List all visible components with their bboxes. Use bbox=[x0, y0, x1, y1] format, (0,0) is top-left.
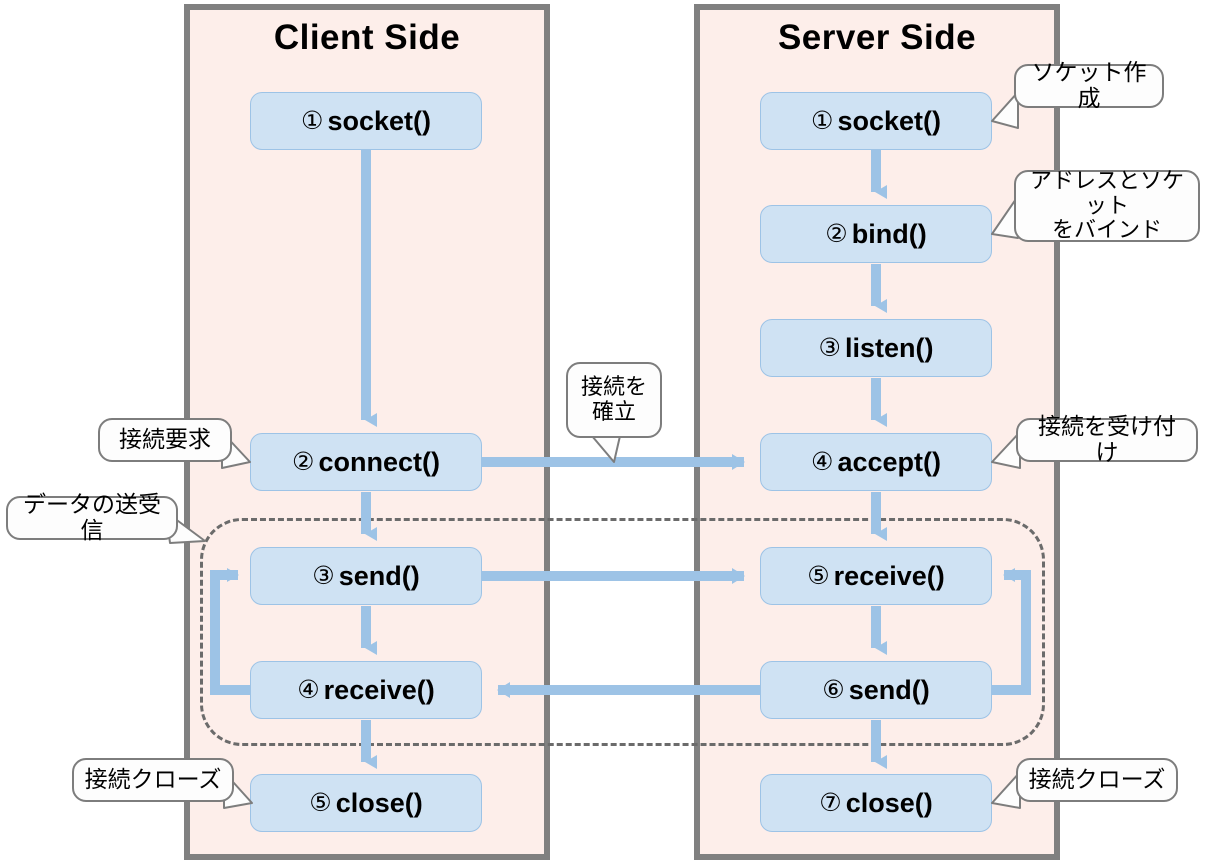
client-step-connect-label: connect() bbox=[318, 446, 440, 477]
callout-close-server-text: 接続クローズ bbox=[1028, 766, 1166, 793]
client-step-receive[interactable]: ④ receive() bbox=[250, 661, 482, 719]
server-step-close-label: close() bbox=[845, 787, 933, 818]
callout-connect-request: 接続要求 bbox=[98, 418, 232, 462]
client-step-send-label: send() bbox=[338, 560, 420, 591]
callout-socket-create: ソケット作成 bbox=[1014, 59, 1164, 111]
callout-accept-connection-text: 接続を受け付け bbox=[1038, 413, 1176, 465]
server-step-accept[interactable]: ④ accept() bbox=[760, 433, 992, 491]
client-step-socket-label: socket() bbox=[327, 105, 431, 136]
callout-establish-connection-line1: 接続を bbox=[580, 374, 647, 400]
client-step-connect[interactable]: ② connect() bbox=[250, 433, 482, 491]
server-step-socket-label: socket() bbox=[837, 105, 941, 136]
arrow-client-loop-receive-to-send bbox=[210, 568, 250, 695]
client-step-send[interactable]: ③ send() bbox=[250, 547, 482, 605]
callout-data-transfer-text: データの送受信 bbox=[23, 491, 161, 543]
client-step-close[interactable]: ⑤ close() bbox=[250, 774, 482, 832]
server-step-listen[interactable]: ③ listen() bbox=[760, 319, 992, 377]
server-step-close-number: ⑦ bbox=[819, 789, 842, 817]
callout-bind-address: アドレスとソケット をバインド bbox=[1014, 168, 1200, 243]
client-step-connect-number: ② bbox=[292, 448, 315, 476]
server-step-send[interactable]: ⑥ send() bbox=[760, 661, 992, 719]
server-step-send-number: ⑥ bbox=[822, 676, 845, 704]
tail-socket-create bbox=[991, 91, 1019, 129]
server-step-receive-number: ⑤ bbox=[807, 562, 830, 590]
client-step-receive-number: ④ bbox=[297, 676, 320, 704]
client-step-socket-number: ① bbox=[301, 107, 324, 135]
server-step-bind-number: ② bbox=[825, 220, 848, 248]
callout-connect-request-text: 接続要求 bbox=[119, 426, 211, 453]
server-step-socket-number: ① bbox=[811, 107, 834, 135]
server-step-socket[interactable]: ① socket() bbox=[760, 92, 992, 150]
arrow-server-loop-send-to-receive bbox=[992, 568, 1031, 695]
server-step-bind-label: bind() bbox=[851, 218, 927, 249]
client-step-receive-label: receive() bbox=[323, 674, 435, 705]
tail-establish-connection bbox=[591, 435, 621, 463]
callout-close-server: 接続クローズ bbox=[1016, 758, 1178, 802]
server-step-receive[interactable]: ⑤ receive() bbox=[760, 547, 992, 605]
callout-establish-connection: 接続を 確立 bbox=[566, 362, 662, 438]
server-step-send-label: send() bbox=[848, 674, 930, 705]
server-step-listen-label: listen() bbox=[844, 332, 934, 363]
callout-bind-address-line2: をバインド bbox=[1051, 217, 1162, 243]
callout-accept-connection: 接続を受け付け bbox=[1016, 413, 1198, 465]
server-step-accept-number: ④ bbox=[811, 448, 834, 476]
callout-close-client-text: 接続クローズ bbox=[84, 766, 222, 793]
callout-establish-connection-line2: 確立 bbox=[591, 399, 636, 424]
callout-bind-address-line1: アドレスとソケット bbox=[1029, 168, 1184, 218]
callout-close-client: 接続クローズ bbox=[72, 758, 234, 802]
client-step-send-number: ③ bbox=[312, 562, 335, 590]
client-panel-title: Client Side bbox=[273, 18, 461, 57]
server-step-close[interactable]: ⑦ close() bbox=[760, 774, 992, 832]
server-panel-title: Server Side bbox=[777, 18, 977, 57]
callout-data-transfer: データの送受信 bbox=[6, 491, 178, 543]
client-step-socket[interactable]: ① socket() bbox=[250, 92, 482, 150]
server-step-listen-number: ③ bbox=[818, 334, 841, 362]
server-step-receive-label: receive() bbox=[833, 560, 945, 591]
client-step-close-label: close() bbox=[335, 787, 423, 818]
client-step-close-number: ⑤ bbox=[309, 789, 332, 817]
server-step-bind[interactable]: ② bind() bbox=[760, 205, 992, 263]
server-step-accept-label: accept() bbox=[837, 446, 941, 477]
callout-socket-create-text: ソケット作成 bbox=[1031, 59, 1147, 111]
